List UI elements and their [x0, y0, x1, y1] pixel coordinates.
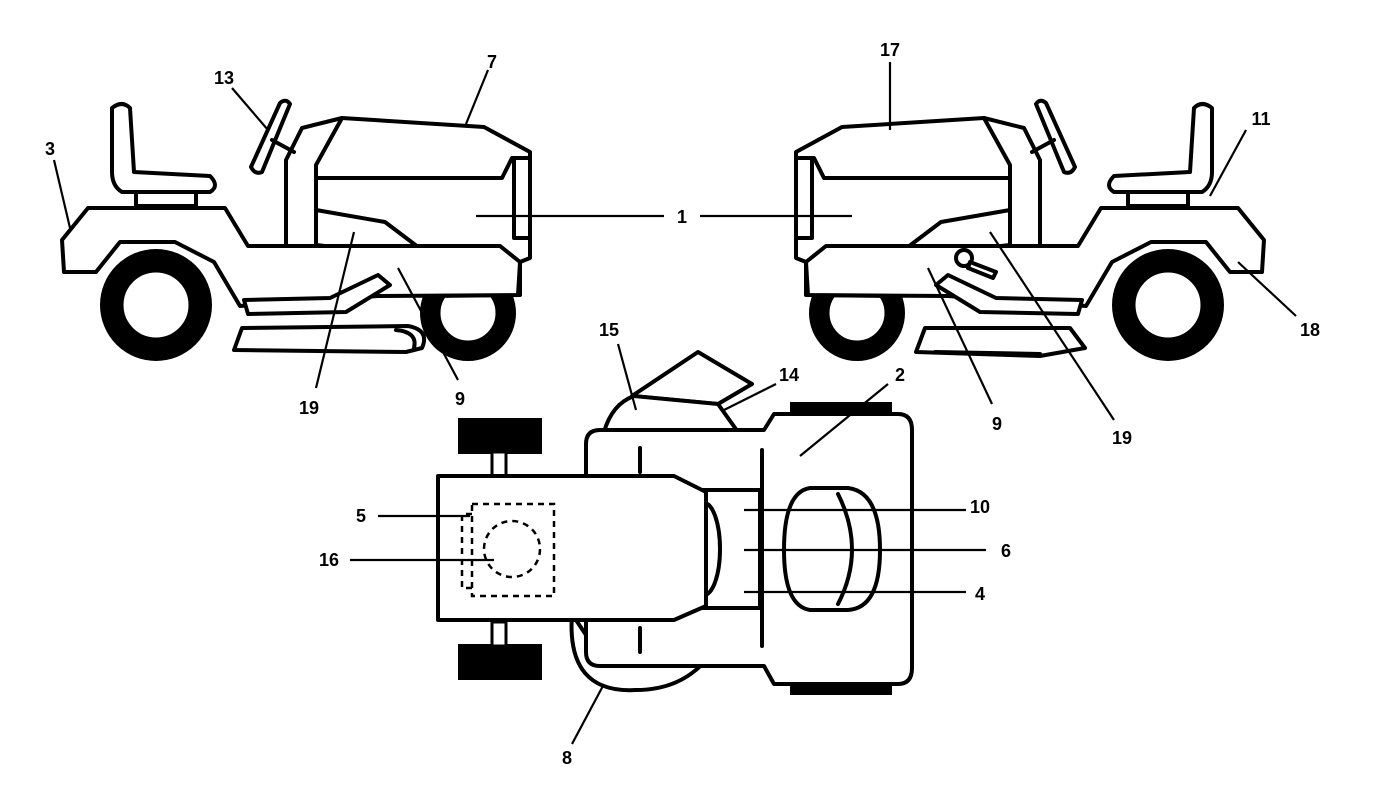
- callout-9-right: 9: [992, 414, 1002, 434]
- steering-wheel-left: [249, 98, 292, 175]
- engine-circle: [482, 519, 542, 579]
- callout-7: 7: [487, 52, 497, 72]
- engine-outline: [470, 502, 556, 598]
- callout-8: 8: [562, 748, 572, 768]
- callout-6: 6: [1001, 541, 1011, 561]
- deck-lobe: [569, 612, 708, 693]
- callout-4: 4: [975, 584, 985, 604]
- right-side-view: [794, 98, 1266, 361]
- hood-top: [436, 474, 708, 622]
- footrest-left: [242, 273, 392, 316]
- seat-right: [1107, 102, 1214, 194]
- callout-10: 10: [970, 497, 990, 517]
- leader-lines: [52, 62, 1297, 745]
- steering-wheel-right: [1034, 98, 1077, 175]
- left-side-view: [60, 98, 532, 361]
- callout-19-left: 19: [299, 398, 319, 418]
- mower-deck-right: [914, 326, 1087, 358]
- callout-14: 14: [779, 365, 799, 385]
- callout-16: 16: [319, 550, 339, 570]
- callout-19-right: 19: [1112, 428, 1132, 448]
- front-tire-bottom: [458, 644, 542, 680]
- callout-15: 15: [599, 320, 619, 340]
- callout-13: 13: [214, 68, 234, 88]
- front-tire-top: [458, 418, 542, 454]
- callout-17: 17: [880, 40, 900, 60]
- callout-9-left: 9: [455, 389, 465, 409]
- callout-5: 5: [356, 506, 366, 526]
- callout-labels: 1 2 3 4 5 6 7 8 9 9 10 11 13 14 15 16 17…: [45, 40, 1320, 768]
- rear-tire-top: [790, 402, 892, 414]
- callout-3: 3: [45, 139, 55, 159]
- callout-2: 2: [895, 365, 905, 385]
- callout-1: 1: [677, 207, 687, 227]
- body-right: [804, 206, 1266, 308]
- callout-11: 11: [1251, 109, 1270, 129]
- top-view: [436, 350, 914, 695]
- seat-left: [110, 102, 217, 194]
- callout-18: 18: [1300, 320, 1320, 340]
